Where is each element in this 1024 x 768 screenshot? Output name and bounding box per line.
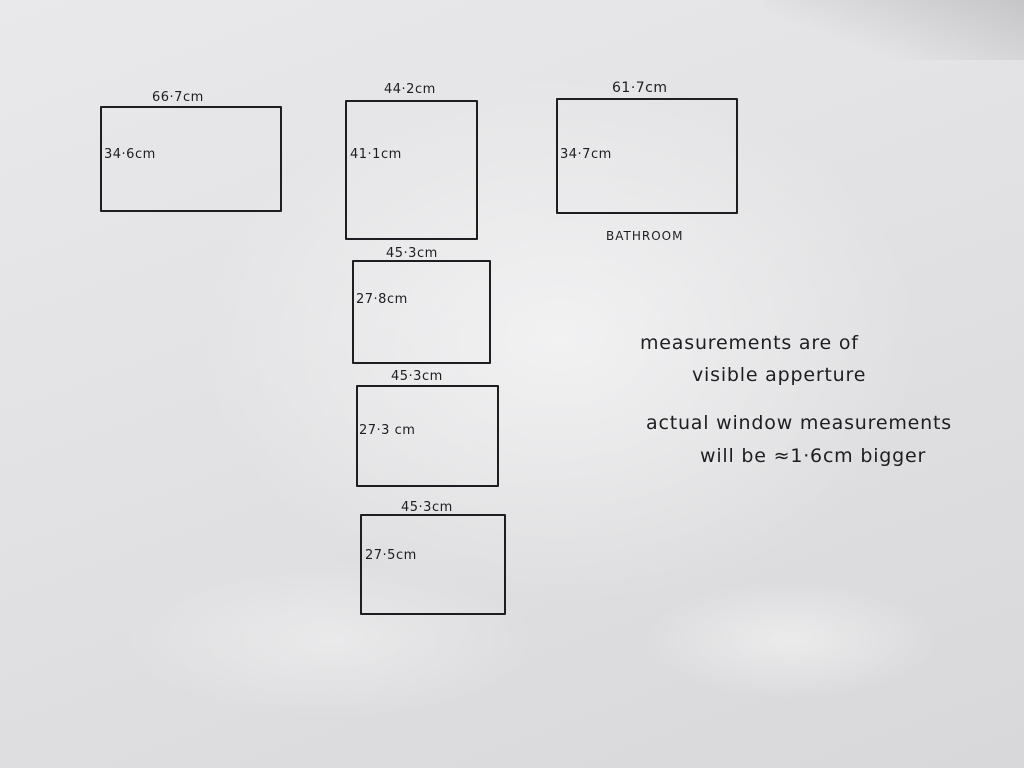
bathroom-label: BATHROOM — [606, 229, 684, 243]
window-5-outline — [356, 385, 499, 487]
paper-crease — [640, 580, 940, 700]
window-1-width-label: 66·7cm — [152, 90, 204, 105]
window-6-height-label: 27·5cm — [365, 548, 417, 563]
window-6-outline — [360, 514, 506, 615]
note-line-4: will be ≈1·6cm bigger — [700, 445, 927, 467]
window-3-outline — [556, 98, 738, 214]
window-5-height-label: 27·3 cm — [359, 423, 416, 438]
window-1-height-label: 34·6cm — [104, 147, 156, 162]
window-4-outline — [352, 260, 491, 364]
window-1-outline — [100, 106, 282, 212]
window-2-height-label: 41·1cm — [350, 147, 402, 162]
note-line-1: measurements are of — [640, 332, 859, 354]
note-line-2: visible apperture — [692, 364, 867, 386]
window-4-height-label: 27·8cm — [356, 292, 408, 307]
window-6-width-label: 45·3cm — [401, 500, 453, 515]
paper-shadow — [764, 0, 1024, 60]
note-line-3: actual window measurements — [646, 412, 952, 434]
paper-crease — [120, 560, 540, 720]
window-3-height-label: 34·7cm — [560, 147, 612, 162]
window-2-outline — [345, 100, 478, 240]
window-3-width-label: 61·7cm — [612, 80, 668, 96]
window-4-width-label: 45·3cm — [386, 246, 438, 261]
window-2-width-label: 44·2cm — [384, 82, 436, 97]
window-5-width-label: 45·3cm — [391, 369, 443, 384]
